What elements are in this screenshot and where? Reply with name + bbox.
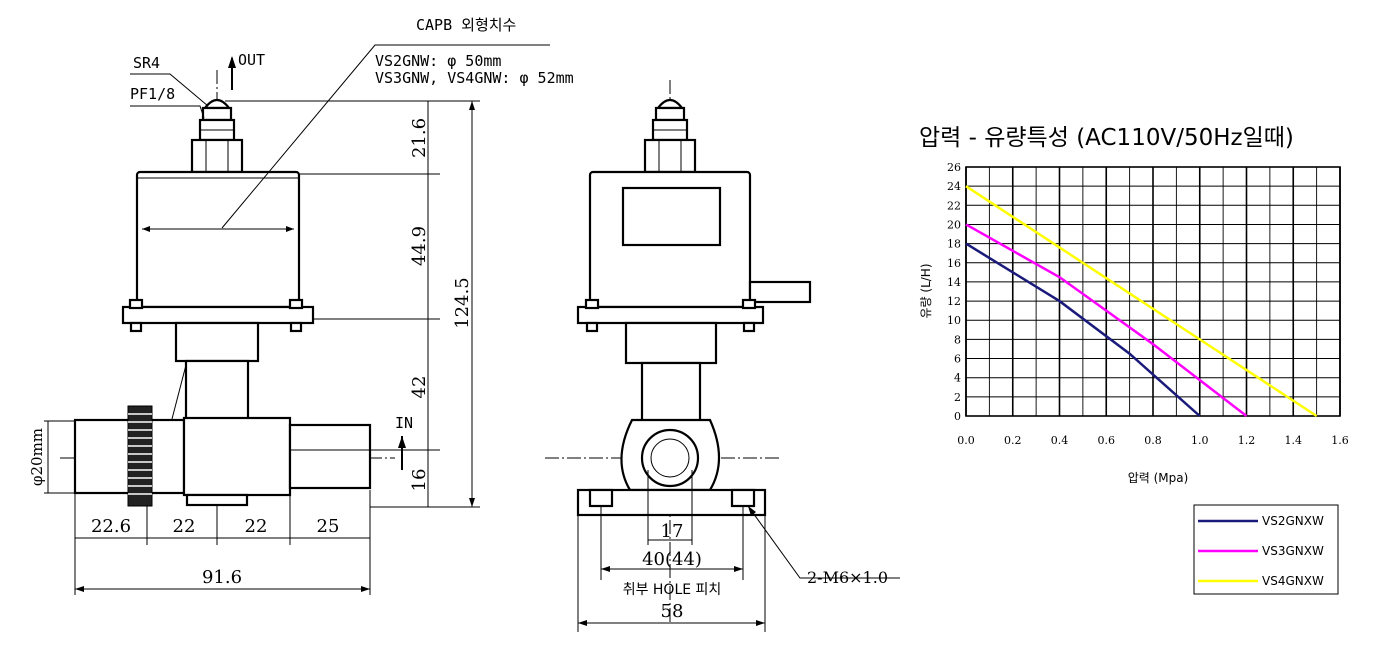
dim-22-6: 22.6	[91, 516, 131, 537]
dim-44-9: 44.9	[409, 226, 430, 266]
dim-22-right: 22	[245, 516, 268, 537]
capb-dim-vs3-vs4: VS3GNW, VS4GNW: φ 52mm	[375, 69, 574, 87]
series-line-vs3gnxw	[965, 223, 1248, 417]
chart-title: 압력 - 유량특성 (AC110V/50Hz일때)	[919, 125, 1294, 151]
y-tick-label: 22	[947, 199, 961, 212]
in-port-label: IN	[395, 414, 413, 432]
side-view-drawing	[545, 80, 900, 632]
legend-label-vs2: VS2GNXW	[1262, 514, 1324, 528]
y-tick-label: 14	[947, 276, 961, 289]
x-tick-label: 1.4	[1285, 434, 1303, 447]
capb-dim-vs2: VS2GNW: φ 50mm	[375, 52, 501, 70]
x-tick-label: 1.2	[1238, 434, 1256, 447]
y-tick-label: 4	[954, 372, 961, 385]
y-tick-label: 8	[954, 333, 961, 346]
out-port-label: OUT	[238, 51, 265, 69]
dim-58: 58	[661, 601, 684, 622]
dim-124-5: 124.5	[452, 277, 473, 329]
x-tick-label: 0.2	[1004, 434, 1022, 447]
y-tick-label: 24	[947, 180, 961, 193]
dim-22-left: 22	[173, 516, 196, 537]
y-tick-label: 18	[947, 238, 961, 251]
x-tick-label: 1.6	[1331, 434, 1349, 447]
x-tick-label: 0.6	[1098, 434, 1116, 447]
plot-area-border	[965, 166, 1341, 417]
chart-legend: VS2GNXW VS3GNXW VS4GNXW	[1193, 504, 1339, 595]
y-tick-label: 0	[954, 410, 961, 423]
y-tick-label: 2	[954, 391, 961, 404]
y-tick-label: 6	[954, 353, 961, 366]
sr4-label: SR4	[133, 54, 160, 72]
thread-callout: 2-M6×1.0	[807, 568, 888, 587]
front-view-drawing	[44, 44, 550, 595]
pf-thread-label: PF1/8	[130, 85, 175, 103]
dim-phi20: φ20mm	[28, 428, 46, 486]
y-tick-label: 16	[947, 257, 961, 270]
y-tick-label: 20	[947, 218, 961, 231]
y-axis-label: 유량 (L/H)	[919, 263, 933, 318]
x-tick-label: 0.8	[1144, 434, 1162, 447]
dim-91-6: 91.6	[202, 567, 242, 588]
dim-25: 25	[317, 516, 340, 537]
dim-16: 16	[409, 469, 430, 492]
legend-label-vs3: VS3GNXW	[1262, 544, 1324, 558]
dim-21-6: 21.6	[409, 118, 430, 158]
series-line-vs2gnxw	[965, 242, 1201, 417]
dim-17: 17	[661, 521, 684, 542]
x-tick-label: 1.0	[1191, 434, 1209, 447]
hole-pitch-label: 취부 HOLE 피치	[623, 582, 722, 598]
legend-label-vs4: VS4GNXW	[1262, 574, 1324, 588]
y-tick-label: 10	[947, 314, 961, 327]
x-tick-label: 0.0	[957, 434, 975, 447]
y-tick-label: 12	[947, 295, 961, 308]
x-tick-label: 0.4	[1051, 434, 1069, 447]
series-line-vs4gnxw	[965, 185, 1318, 418]
y-tick-label: 26	[947, 161, 961, 174]
x-axis-label: 압력 (Mpa)	[1128, 471, 1189, 485]
dim-40-44: 40(44)	[642, 549, 702, 570]
capb-title: CAPB 외형치수	[416, 16, 516, 34]
dim-42: 42	[409, 376, 430, 399]
